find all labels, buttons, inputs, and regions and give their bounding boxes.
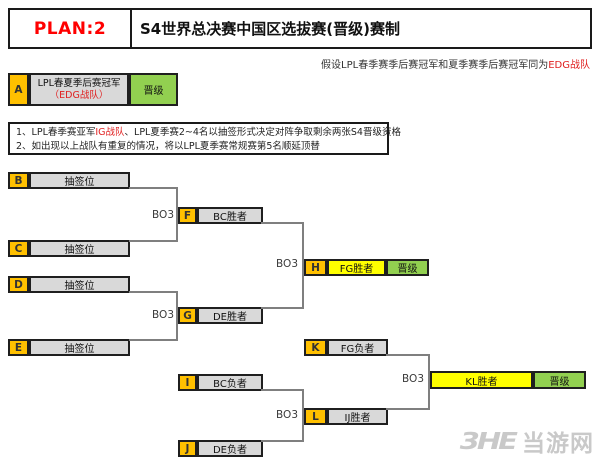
bracket-connector: [261, 440, 304, 442]
watermark-site-name: 当游网: [522, 431, 594, 457]
bo3-label-ij: BO3: [276, 409, 298, 421]
slot-d-label: 抽签位: [29, 276, 130, 293]
seed-a-letter: A: [8, 73, 29, 106]
bracket-connector: [386, 354, 430, 356]
slot-e-letter: E: [8, 339, 29, 356]
slot-c-letter: C: [8, 240, 29, 257]
bo3-label-kl: BO3: [402, 373, 424, 385]
bracket-connector: [176, 187, 178, 242]
bracket-connector: [302, 222, 304, 309]
note1-team: IG战队: [95, 127, 125, 138]
bracket-connector: [129, 339, 178, 341]
bracket-connector: [428, 354, 430, 410]
slot-l-label: IJ胜者: [327, 408, 388, 425]
notes-box: 1、LPL春季赛亚军IG战队、LPL夏季赛2~4名以抽签形式决定对阵争取剩余两张…: [8, 122, 401, 155]
slot-h-label: FG胜者: [327, 259, 386, 276]
watermark: 3HE 当游网: [460, 424, 594, 458]
bracket-connector: [129, 240, 178, 242]
slot-k-letter: K: [304, 339, 327, 356]
plan-label: PLAN:2: [10, 10, 132, 47]
note1-suffix: 、LPL夏季赛2~4名以抽签形式决定对阵争取剩余两张S4晋级资格: [124, 127, 401, 138]
watermark-logo: 3HE: [459, 427, 518, 455]
bracket-connector: [261, 222, 304, 224]
note1-prefix: 1、LPL春季赛亚军: [16, 127, 96, 138]
bracket-connector: [129, 291, 178, 293]
header: PLAN:2 S4世界总决赛中国区选拔赛(晋级)赛制: [8, 8, 592, 49]
slot-f-letter: F: [178, 207, 197, 224]
final-winner-label: KL胜者: [430, 371, 533, 389]
slot-i-label: BC负者: [197, 374, 263, 391]
seed-a-title: LPL春夏季后赛冠军: [37, 77, 121, 89]
assumption-text: 假设LPL春季赛季后赛冠军和夏季赛季后赛冠军同为: [321, 60, 549, 71]
assumption-team: EDG战队: [548, 60, 590, 71]
slot-b-label: 抽签位: [29, 172, 130, 189]
note-line-1: 1、LPL春季赛亚军IG战队、LPL夏季赛2~4名以抽签形式决定对阵争取剩余两张…: [16, 126, 401, 140]
bracket-connector: [129, 187, 178, 189]
slot-l-letter: L: [304, 408, 327, 425]
slot-c-label: 抽签位: [29, 240, 130, 257]
slot-h-letter: H: [304, 259, 327, 276]
seed-a-promote-badge: 晋级: [129, 73, 178, 106]
bo3-label-de: BO3: [152, 309, 174, 321]
slot-j-letter: J: [178, 440, 197, 457]
note-line-2: 2、如出现以上战队有重复的情况，将以LPL夏季赛常规赛第5名顺延顶替: [16, 141, 320, 152]
slot-b-letter: B: [8, 172, 29, 189]
slot-e-label: 抽签位: [29, 339, 130, 356]
bo3-label-fg: BO3: [276, 258, 298, 270]
slot-i-letter: I: [178, 374, 197, 391]
bracket-connector: [176, 291, 178, 341]
bracket-connector: [261, 389, 304, 391]
slot-h-promote-badge: 晋级: [386, 259, 429, 276]
slot-d-letter: D: [8, 276, 29, 293]
seed-a-team: （EDG战队）: [49, 89, 109, 101]
page-title: S4世界总决赛中国区选拔赛(晋级)赛制: [140, 20, 400, 38]
final-promote-badge: 晋级: [533, 371, 586, 389]
assumption-note: 假设LPL春季赛季后赛冠军和夏季赛季后赛冠军同为EDG战队: [321, 56, 590, 71]
slot-j-label: DE负者: [197, 440, 263, 457]
seed-a-label: LPL春夏季后赛冠军 （EDG战队）: [29, 73, 129, 106]
slot-g-label: DE胜者: [197, 307, 263, 324]
slot-f-label: BC胜者: [197, 207, 263, 224]
slot-g-letter: G: [178, 307, 197, 324]
bracket-connector: [386, 408, 430, 410]
bo3-label-bc: BO3: [152, 209, 174, 221]
slot-k-label: FG负者: [327, 339, 388, 356]
bracket-connector: [302, 389, 304, 442]
bracket-connector: [261, 307, 304, 309]
